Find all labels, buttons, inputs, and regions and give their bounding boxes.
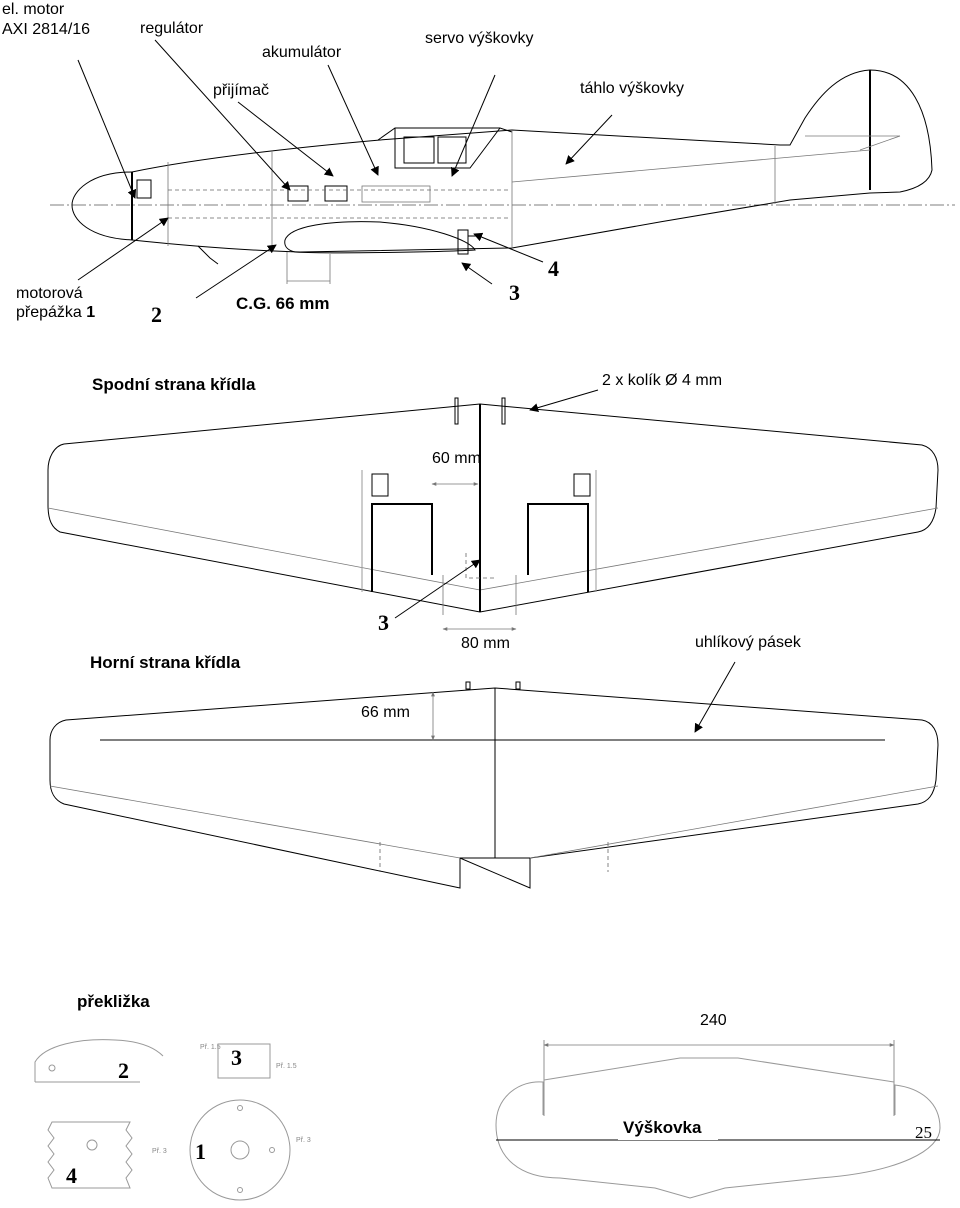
label-part2: 2 bbox=[151, 302, 162, 327]
part1-hole-right bbox=[269, 1147, 275, 1153]
part4-outline bbox=[47, 1121, 133, 1189]
label-firewall-word: přepážka bbox=[16, 304, 82, 321]
label-elevator-rod: táhlo výškovky bbox=[580, 80, 684, 97]
battery-box bbox=[361, 185, 431, 203]
stabilizer-title: Výškovka bbox=[623, 1118, 702, 1137]
aileron-line-right bbox=[479, 507, 939, 591]
part1-number: 1 bbox=[195, 1139, 206, 1164]
leader-rod bbox=[565, 114, 613, 165]
dowel-right bbox=[501, 397, 506, 425]
wing-top-outline bbox=[49, 687, 939, 889]
motor-box bbox=[136, 179, 152, 199]
part1-center-hole bbox=[230, 1140, 250, 1160]
leader-dowels bbox=[529, 389, 599, 413]
regulator-box bbox=[287, 185, 309, 202]
label-cg: C.G. 66 mm bbox=[236, 294, 330, 313]
aileron-line-left bbox=[47, 507, 481, 591]
wing-bolt-plate bbox=[457, 229, 469, 255]
aileron-servo-left bbox=[371, 473, 389, 497]
wing-bottom-outline bbox=[47, 403, 939, 613]
part2-tag: Př. 1.5 bbox=[200, 1044, 221, 1051]
wing-bottom-view: Spodní strana křídla 2 x kolík Ø 4 mm 60… bbox=[47, 372, 939, 652]
label-firewall-2: přepážka 1 bbox=[16, 304, 95, 321]
label-battery: akumulátor bbox=[262, 44, 342, 61]
part2-hole bbox=[48, 1064, 56, 1072]
wing-bottom-title: Spodní strana křídla bbox=[92, 375, 256, 394]
elevator-rod-line bbox=[511, 149, 871, 183]
wing-airfoil bbox=[284, 221, 476, 254]
part3-tag: Př. 1.5 bbox=[276, 1063, 297, 1070]
canopy-frame bbox=[394, 127, 501, 169]
plywood-parts: překližka 2 Př. 1.5 3 Př. 1.5 4 Př. 3 1 … bbox=[34, 992, 311, 1201]
aileron-servo-right bbox=[573, 473, 591, 497]
part3-outline bbox=[217, 1043, 271, 1079]
top-aileron-left bbox=[49, 785, 461, 859]
leader-servo bbox=[451, 74, 496, 177]
leader-part4 bbox=[473, 232, 544, 263]
label-elevator-servo: servo výškovky bbox=[425, 30, 533, 47]
page-number: 25 bbox=[915, 1123, 932, 1142]
dim-80-ext bbox=[442, 575, 517, 615]
label-receiver: přijímač bbox=[213, 82, 269, 99]
tail-rod-end bbox=[859, 135, 901, 151]
part3-number: 3 bbox=[231, 1045, 242, 1070]
leader-bottom-part3 bbox=[394, 559, 481, 619]
dowel-left bbox=[454, 397, 459, 425]
dim-66-label: 66 mm bbox=[361, 704, 410, 721]
bolt-plate-dash bbox=[465, 553, 495, 579]
plywood-title: překližka bbox=[77, 992, 150, 1011]
part4-tag: Př. 3 bbox=[152, 1148, 167, 1155]
flap-cutout-right bbox=[527, 503, 589, 592]
leader-part2 bbox=[195, 244, 277, 299]
label-firewall-1: motorová bbox=[16, 285, 83, 302]
canopy-window-1 bbox=[403, 136, 435, 164]
label-dowels: 2 x kolík Ø 4 mm bbox=[602, 372, 722, 389]
part1-hole-bottom bbox=[237, 1187, 243, 1193]
label-motor-1: el. motor bbox=[2, 1, 65, 18]
label-part3: 3 bbox=[509, 280, 520, 305]
leader-battery bbox=[327, 64, 379, 176]
fuselage-side-view: el. motor AXI 2814/16 regulátor akumulát… bbox=[2, 1, 955, 327]
part2-outline bbox=[34, 1039, 164, 1083]
leader-receiver bbox=[237, 101, 334, 177]
dim-240-label: 240 bbox=[700, 1012, 727, 1029]
part4-hole bbox=[86, 1139, 98, 1151]
part1-outline bbox=[189, 1099, 291, 1201]
canopy-window-2 bbox=[437, 136, 467, 164]
label-carbon: uhlíkový pásek bbox=[695, 634, 802, 651]
flap-cutout-left bbox=[371, 503, 433, 592]
label-motor-2: AXI 2814/16 bbox=[2, 21, 90, 38]
stabilizer-title-bg bbox=[618, 1114, 718, 1140]
leader-carbon bbox=[694, 661, 736, 733]
top-aileron-right bbox=[529, 785, 939, 859]
wing-top-view: Horní strana křídla uhlíkový pásek 66 mm bbox=[49, 634, 939, 889]
leader-regulator bbox=[154, 39, 291, 191]
part1-hole-top bbox=[237, 1105, 243, 1111]
part4-number: 4 bbox=[66, 1163, 77, 1188]
dim-60-label: 60 mm bbox=[432, 450, 481, 467]
leader-motor bbox=[77, 59, 137, 199]
part1-tag: Př. 3 bbox=[296, 1137, 311, 1144]
leader-firewall bbox=[77, 217, 169, 281]
stabilizer-outline bbox=[495, 1081, 941, 1199]
top-dowel-left bbox=[465, 681, 471, 690]
part2-number: 2 bbox=[118, 1058, 129, 1083]
dim-80-label: 80 mm bbox=[461, 635, 510, 652]
wing-top-title: Horní strana křídla bbox=[90, 653, 241, 672]
label-part4: 4 bbox=[548, 256, 559, 281]
label-regulator: regulátor bbox=[140, 20, 204, 37]
spinner-outline bbox=[71, 171, 133, 241]
stabilizer-view: 240 Výškovka 25 bbox=[495, 1012, 941, 1199]
top-dowel-right bbox=[515, 681, 521, 690]
label-bottom-part3: 3 bbox=[378, 610, 389, 635]
landing-gear bbox=[197, 245, 219, 265]
canopy-top bbox=[377, 127, 513, 141]
receiver-box bbox=[324, 185, 348, 202]
label-firewall-num: 1 bbox=[86, 304, 95, 321]
leader-part3 bbox=[461, 262, 493, 285]
elevator-hinge-line bbox=[543, 1057, 895, 1083]
